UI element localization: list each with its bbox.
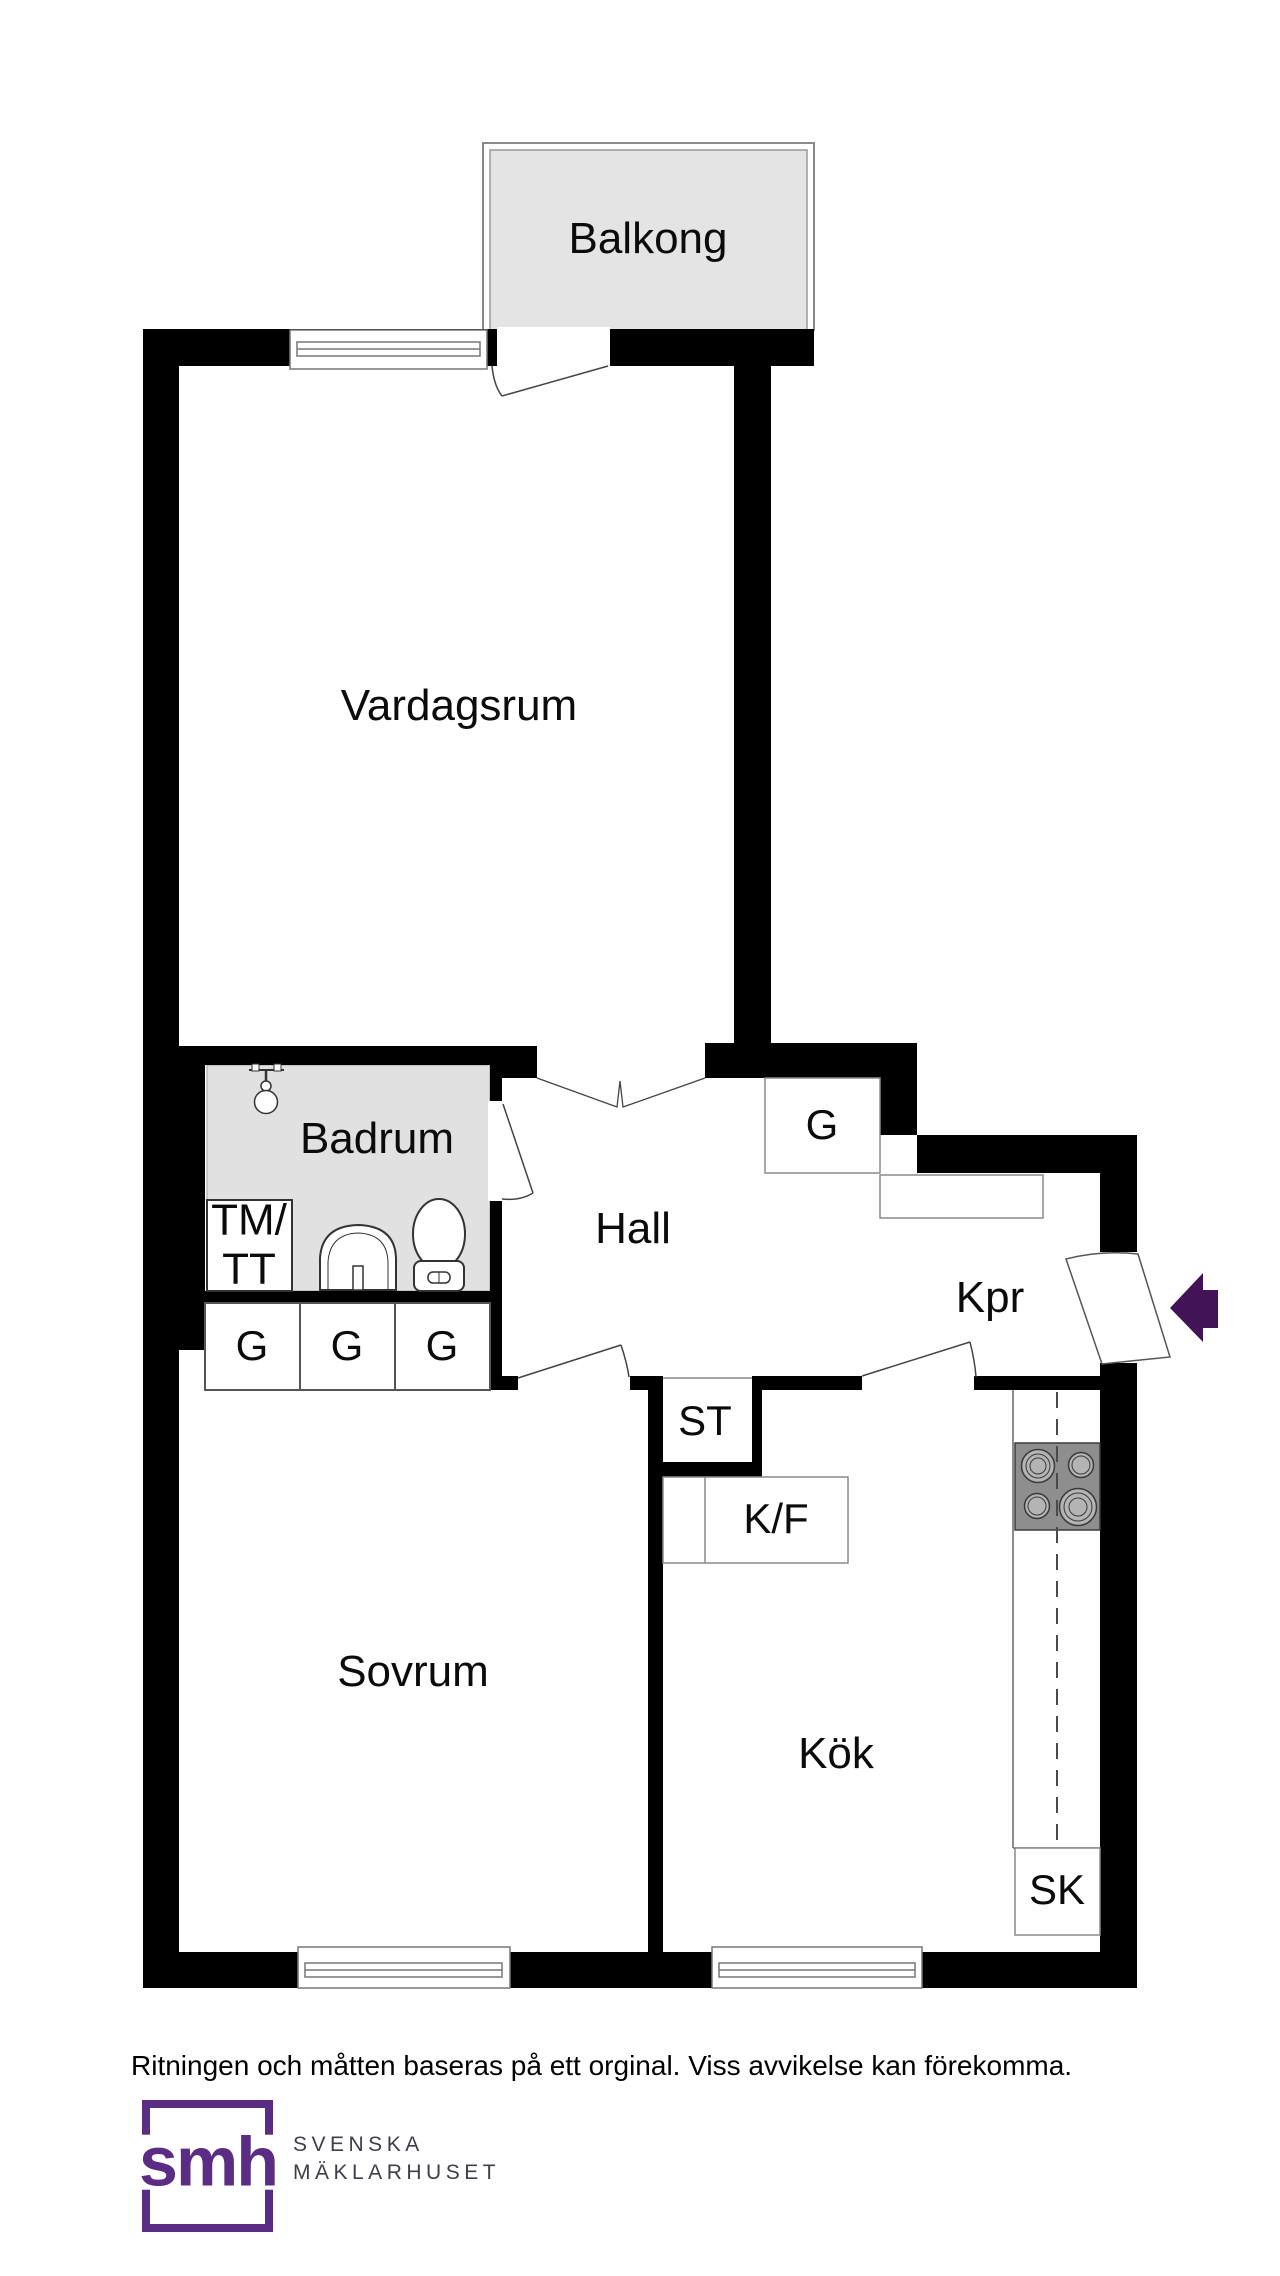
closet-label-fridge-freezer: K/F (743, 1494, 809, 1542)
shower-icon (249, 1063, 284, 1115)
room-label-kitchen: Kök (798, 1728, 874, 1778)
living-room-opening-swing (536, 1077, 706, 1108)
room-label-balcony: Balkong (568, 213, 728, 263)
kitchen-window (711, 1946, 923, 1989)
room-label-corridor: Kpr (955, 1272, 1025, 1322)
balcony-area (482, 142, 815, 331)
washer-dryer-line2: TT (222, 1245, 276, 1294)
living-room-window (289, 329, 488, 370)
logo-monogram: smh (136, 2127, 280, 2196)
closet-label-washer-dryer: TM/ TT (211, 1196, 287, 1295)
closet-label-sink-cabinet: SK (1028, 1865, 1086, 1913)
room-label-bedroom: Sovrum (337, 1646, 489, 1696)
fridge-freezer-box (662, 1476, 849, 1564)
balcony-door (491, 365, 609, 397)
sink-icon (319, 1223, 397, 1291)
hall-wardrobe-box (764, 1077, 881, 1174)
bedroom-door (517, 1344, 630, 1379)
corridor-cabinet-box (879, 1174, 1044, 1219)
room-label-bathroom: Badrum (299, 1113, 455, 1163)
entrance-door (1065, 1252, 1171, 1365)
company-name-line2: MÄKLARHUSET (293, 2161, 501, 2184)
stove-icon (1014, 1442, 1101, 1531)
washer-dryer-line1: TM/ (211, 1195, 287, 1245)
disclaimer-text: Ritningen och måtten baseras på ett orgi… (131, 2050, 1073, 2081)
bathroom-door (501, 1103, 534, 1201)
bedroom-window (297, 1946, 511, 1989)
company-name-line1: SVENSKA (293, 2133, 424, 2156)
sink-cabinet-box (1014, 1847, 1101, 1936)
closet-label-wardrobe-2: G (330, 1321, 364, 1369)
closet-label-wardrobe-3: G (425, 1321, 459, 1369)
toilet-icon (412, 1198, 466, 1292)
entrance-arrow-icon (1170, 1273, 1218, 1342)
closet-label-wardrobe-1: G (235, 1321, 269, 1369)
washer-dryer-box (206, 1199, 293, 1292)
company-name: SVENSKA MÄKLARHUSET (293, 2131, 500, 2187)
room-label-living-room: Vardagsrum (340, 680, 578, 730)
door-openings (488, 327, 1139, 1392)
kitchen-door (861, 1341, 977, 1378)
closet-label-cleaning: ST (678, 1396, 732, 1444)
wardrobe-row (204, 1302, 491, 1391)
room-label-hall: Hall (595, 1203, 671, 1253)
closet-label-hall-wardrobe: G (805, 1100, 839, 1148)
